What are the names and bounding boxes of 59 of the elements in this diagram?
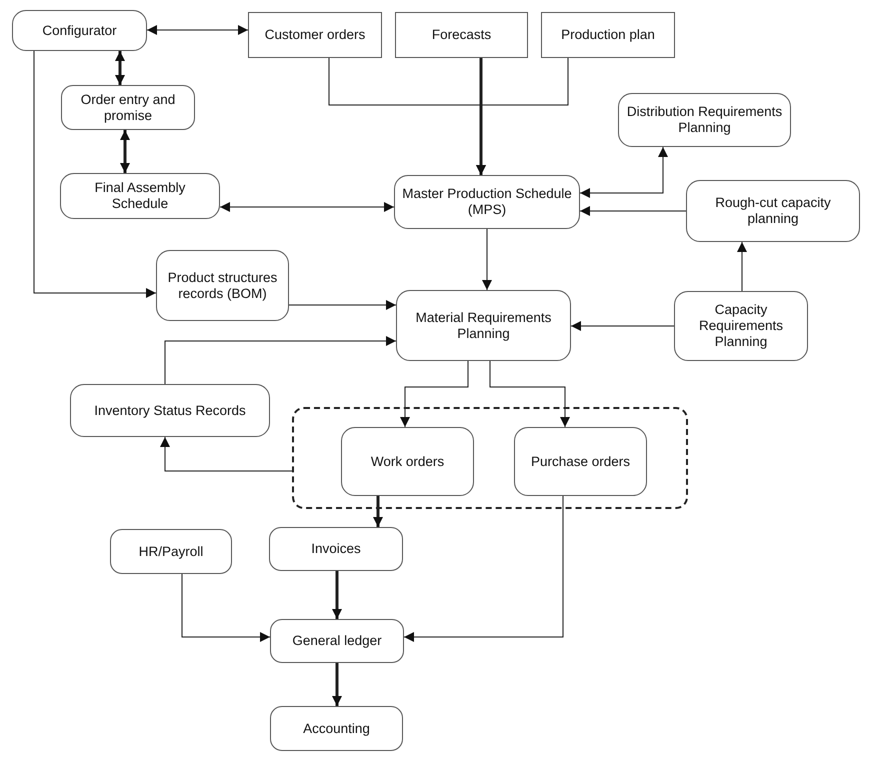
- node-label: Product structures records (BOM): [166, 270, 278, 302]
- node-label: Production plan: [560, 27, 656, 43]
- arrow: [332, 571, 342, 619]
- process-box: [61, 85, 195, 130]
- node-label: Order entry and promise: [80, 92, 176, 124]
- node-label: Inventory Status Records: [93, 402, 247, 418]
- process-box: [248, 12, 382, 58]
- node-label: Capacity Requirements Planning: [698, 302, 784, 350]
- arrow: [373, 496, 383, 527]
- arrow: [737, 242, 747, 292]
- process-box: [270, 706, 403, 751]
- process-box: [60, 173, 220, 219]
- process-box: [269, 527, 403, 571]
- arrow: [482, 228, 492, 290]
- process-box: [396, 290, 571, 361]
- node-label: Master Production Schedule (MPS): [401, 186, 573, 218]
- node-label: Customer orders: [264, 27, 366, 43]
- arrow: [400, 360, 468, 428]
- node-label: Work orders: [370, 454, 446, 470]
- node-label: Purchase orders: [530, 454, 632, 470]
- arrow: [34, 50, 156, 298]
- process-box: [156, 250, 289, 321]
- node-label: HR/Payroll: [138, 544, 204, 560]
- arrow: [120, 130, 130, 173]
- node-label: General ledger: [291, 633, 383, 649]
- node-label: Distribution Requirements Planning: [626, 104, 784, 136]
- arrow: [146, 25, 248, 35]
- process-box: [394, 175, 580, 229]
- node-label: Accounting: [302, 720, 371, 736]
- process-box: [110, 529, 232, 574]
- arrow: [580, 146, 668, 198]
- process-box: [270, 619, 404, 663]
- arrow: [332, 663, 342, 706]
- arrow: [164, 336, 396, 384]
- node-label: Material Requirements Planning: [414, 310, 552, 342]
- dashed-group-box: [292, 407, 688, 509]
- node-label: Configurator: [41, 22, 118, 38]
- arrow: [182, 574, 270, 642]
- node-label: Final Assembly Schedule: [94, 180, 186, 212]
- arrow: [490, 360, 570, 428]
- process-box: [686, 180, 860, 242]
- arrow: [570, 321, 674, 331]
- arrow: [288, 300, 396, 310]
- arrow: [160, 436, 292, 472]
- process-box: [70, 384, 270, 437]
- process-box: [674, 291, 808, 361]
- node-label: Invoices: [310, 541, 362, 557]
- process-box: [514, 427, 647, 496]
- arrow: [580, 206, 686, 216]
- process-box: [395, 12, 528, 58]
- arrow: [220, 202, 394, 212]
- arrow: [115, 51, 125, 85]
- node-label: Forecasts: [430, 27, 492, 43]
- process-box: [341, 427, 474, 496]
- arrow: [404, 496, 564, 642]
- process-box: [12, 10, 147, 51]
- process-box: [541, 12, 675, 58]
- node-label: Rough-cut capacity planning: [714, 195, 832, 227]
- process-box: [618, 93, 791, 147]
